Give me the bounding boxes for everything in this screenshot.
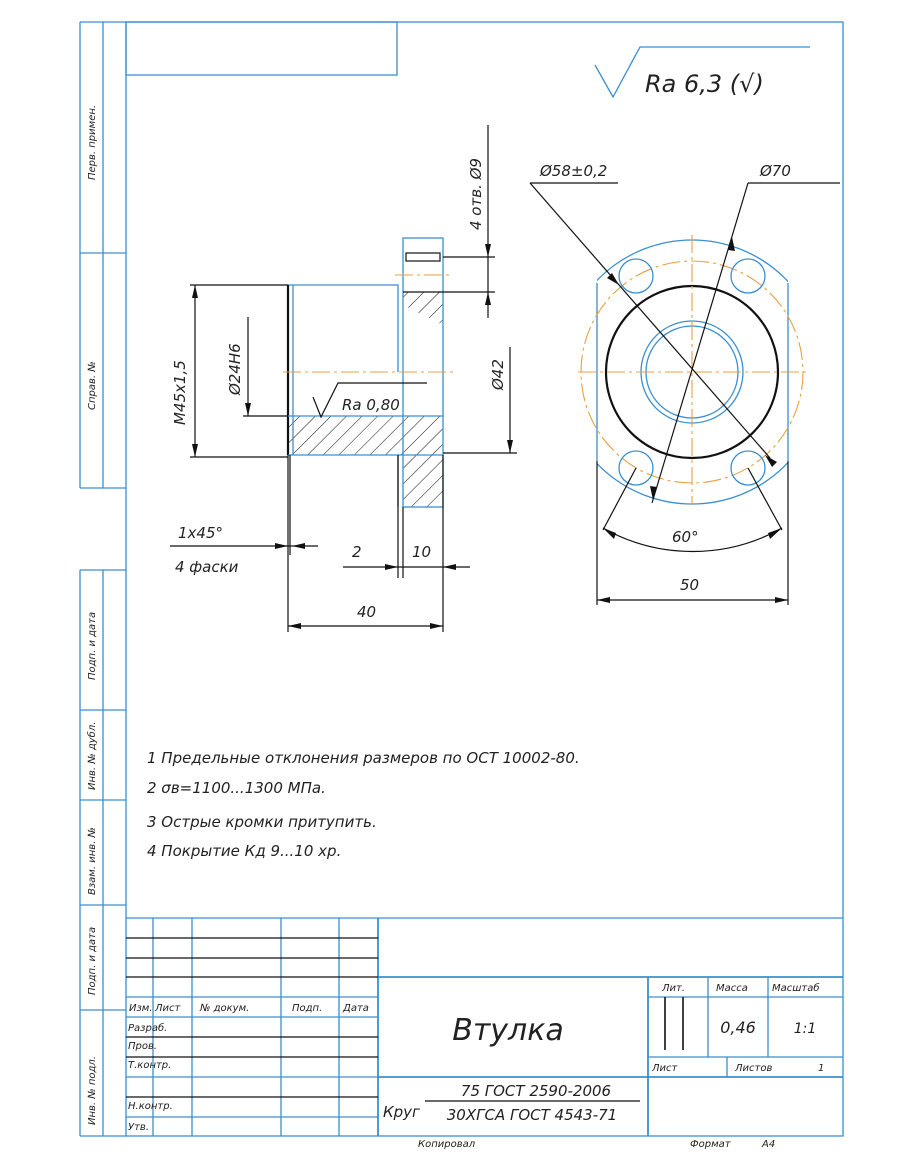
role-developer: Разраб. — [128, 1022, 167, 1034]
sheets-label: Листов — [734, 1063, 772, 1074]
note: 3 Острые кромки притупить. — [147, 813, 377, 831]
header-date: Дата — [342, 1003, 369, 1014]
section-dimensions: M45x1,5 Ø24H6 Ø42 4 отв. Ø9 Ra 0,80 1x45… — [170, 125, 517, 632]
role-approved: Утв. — [128, 1122, 149, 1133]
sheets-value: 1 — [818, 1063, 824, 1074]
holes-dimension: 4 отв. Ø9 — [467, 158, 485, 230]
format-value: А4 — [761, 1139, 775, 1150]
role-checker: Пров. — [128, 1041, 157, 1052]
header-doc-number: № докум. — [199, 1003, 249, 1014]
chamfer-count: 4 фаски — [175, 558, 239, 576]
bore-roughness: Ra 0,80 — [342, 396, 400, 414]
header-signature: Подп. — [292, 1003, 322, 1014]
note: 2 σв=1100...1300 МПа. — [147, 779, 326, 797]
front-view — [578, 235, 806, 505]
dimension-2: 2 — [352, 543, 362, 561]
side-label: Подп. и дата — [87, 612, 98, 680]
general-roughness-symbol: Ra 6,3 (√) — [594, 46, 810, 99]
material-top: 75 ГОСТ 2590-2006 — [461, 1082, 611, 1100]
lit-label: Лит. — [661, 983, 685, 994]
side-label: Инв. № подл. — [87, 1056, 98, 1125]
scale-value: 1:1 — [794, 1021, 817, 1037]
chamfer-dimension: 1x45° — [178, 524, 223, 542]
sheet-label: Лист — [651, 1063, 679, 1074]
outer-diameter-dimension: Ø70 — [759, 162, 791, 180]
side-strip-labels: Перв. примен. Справ. № Подп. и дата Инв.… — [86, 105, 98, 1125]
dimension-10: 10 — [412, 543, 431, 561]
width-dimension: 50 — [680, 576, 699, 594]
side-label: Взам. инв. № — [87, 827, 98, 895]
thread-dimension: M45x1,5 — [171, 360, 189, 425]
angle-dimension: 60° — [672, 528, 699, 546]
side-label: Справ. № — [87, 361, 98, 410]
side-label: Инв. № дубл. — [86, 722, 98, 790]
role-tech-control: Т.контр. — [128, 1060, 171, 1071]
scale-label: Масштаб — [772, 982, 820, 994]
header-change: Изм. — [129, 1003, 153, 1014]
format-label: Формат — [690, 1139, 732, 1150]
title-block: Изм. Лист № докум. Подп. Дата Разраб. Пр… — [126, 917, 843, 1136]
roughness-general-text: Ra 6,3 (√) — [645, 70, 764, 98]
mass-value: 0,46 — [720, 1018, 756, 1037]
material-bottom: 30ХГСА ГОСТ 4543-71 — [447, 1106, 617, 1124]
dimension-40: 40 — [357, 603, 376, 621]
section-view — [283, 237, 453, 508]
part-name: Втулка — [452, 1013, 564, 1048]
side-label: Подп. и дата — [87, 927, 98, 995]
copied-label: Копировал — [418, 1139, 476, 1150]
note: 1 Предельные отклонения размеров по ОСТ … — [147, 749, 580, 767]
bolt-circle-dimension: Ø58±0,2 — [539, 162, 607, 180]
bore-dimension: Ø24H6 — [226, 343, 244, 396]
note: 4 Покрытие Кд 9...10 хр. — [147, 842, 341, 860]
technical-notes: 1 Предельные отклонения размеров по ОСТ … — [147, 749, 580, 860]
header-sheet: Лист — [154, 1003, 182, 1014]
front-dimensions: Ø58±0,2 Ø70 60° 50 — [529, 162, 840, 605]
material-prefix: Круг — [383, 1103, 420, 1121]
flange-diameter-dimension: Ø42 — [489, 359, 507, 391]
role-norm-control: Н.контр. — [128, 1101, 173, 1112]
side-label: Перв. примен. — [87, 105, 98, 180]
mass-label: Масса — [716, 983, 748, 994]
footer: Копировал Формат А4 — [418, 1139, 775, 1150]
sheet-frame — [79, 21, 844, 1137]
